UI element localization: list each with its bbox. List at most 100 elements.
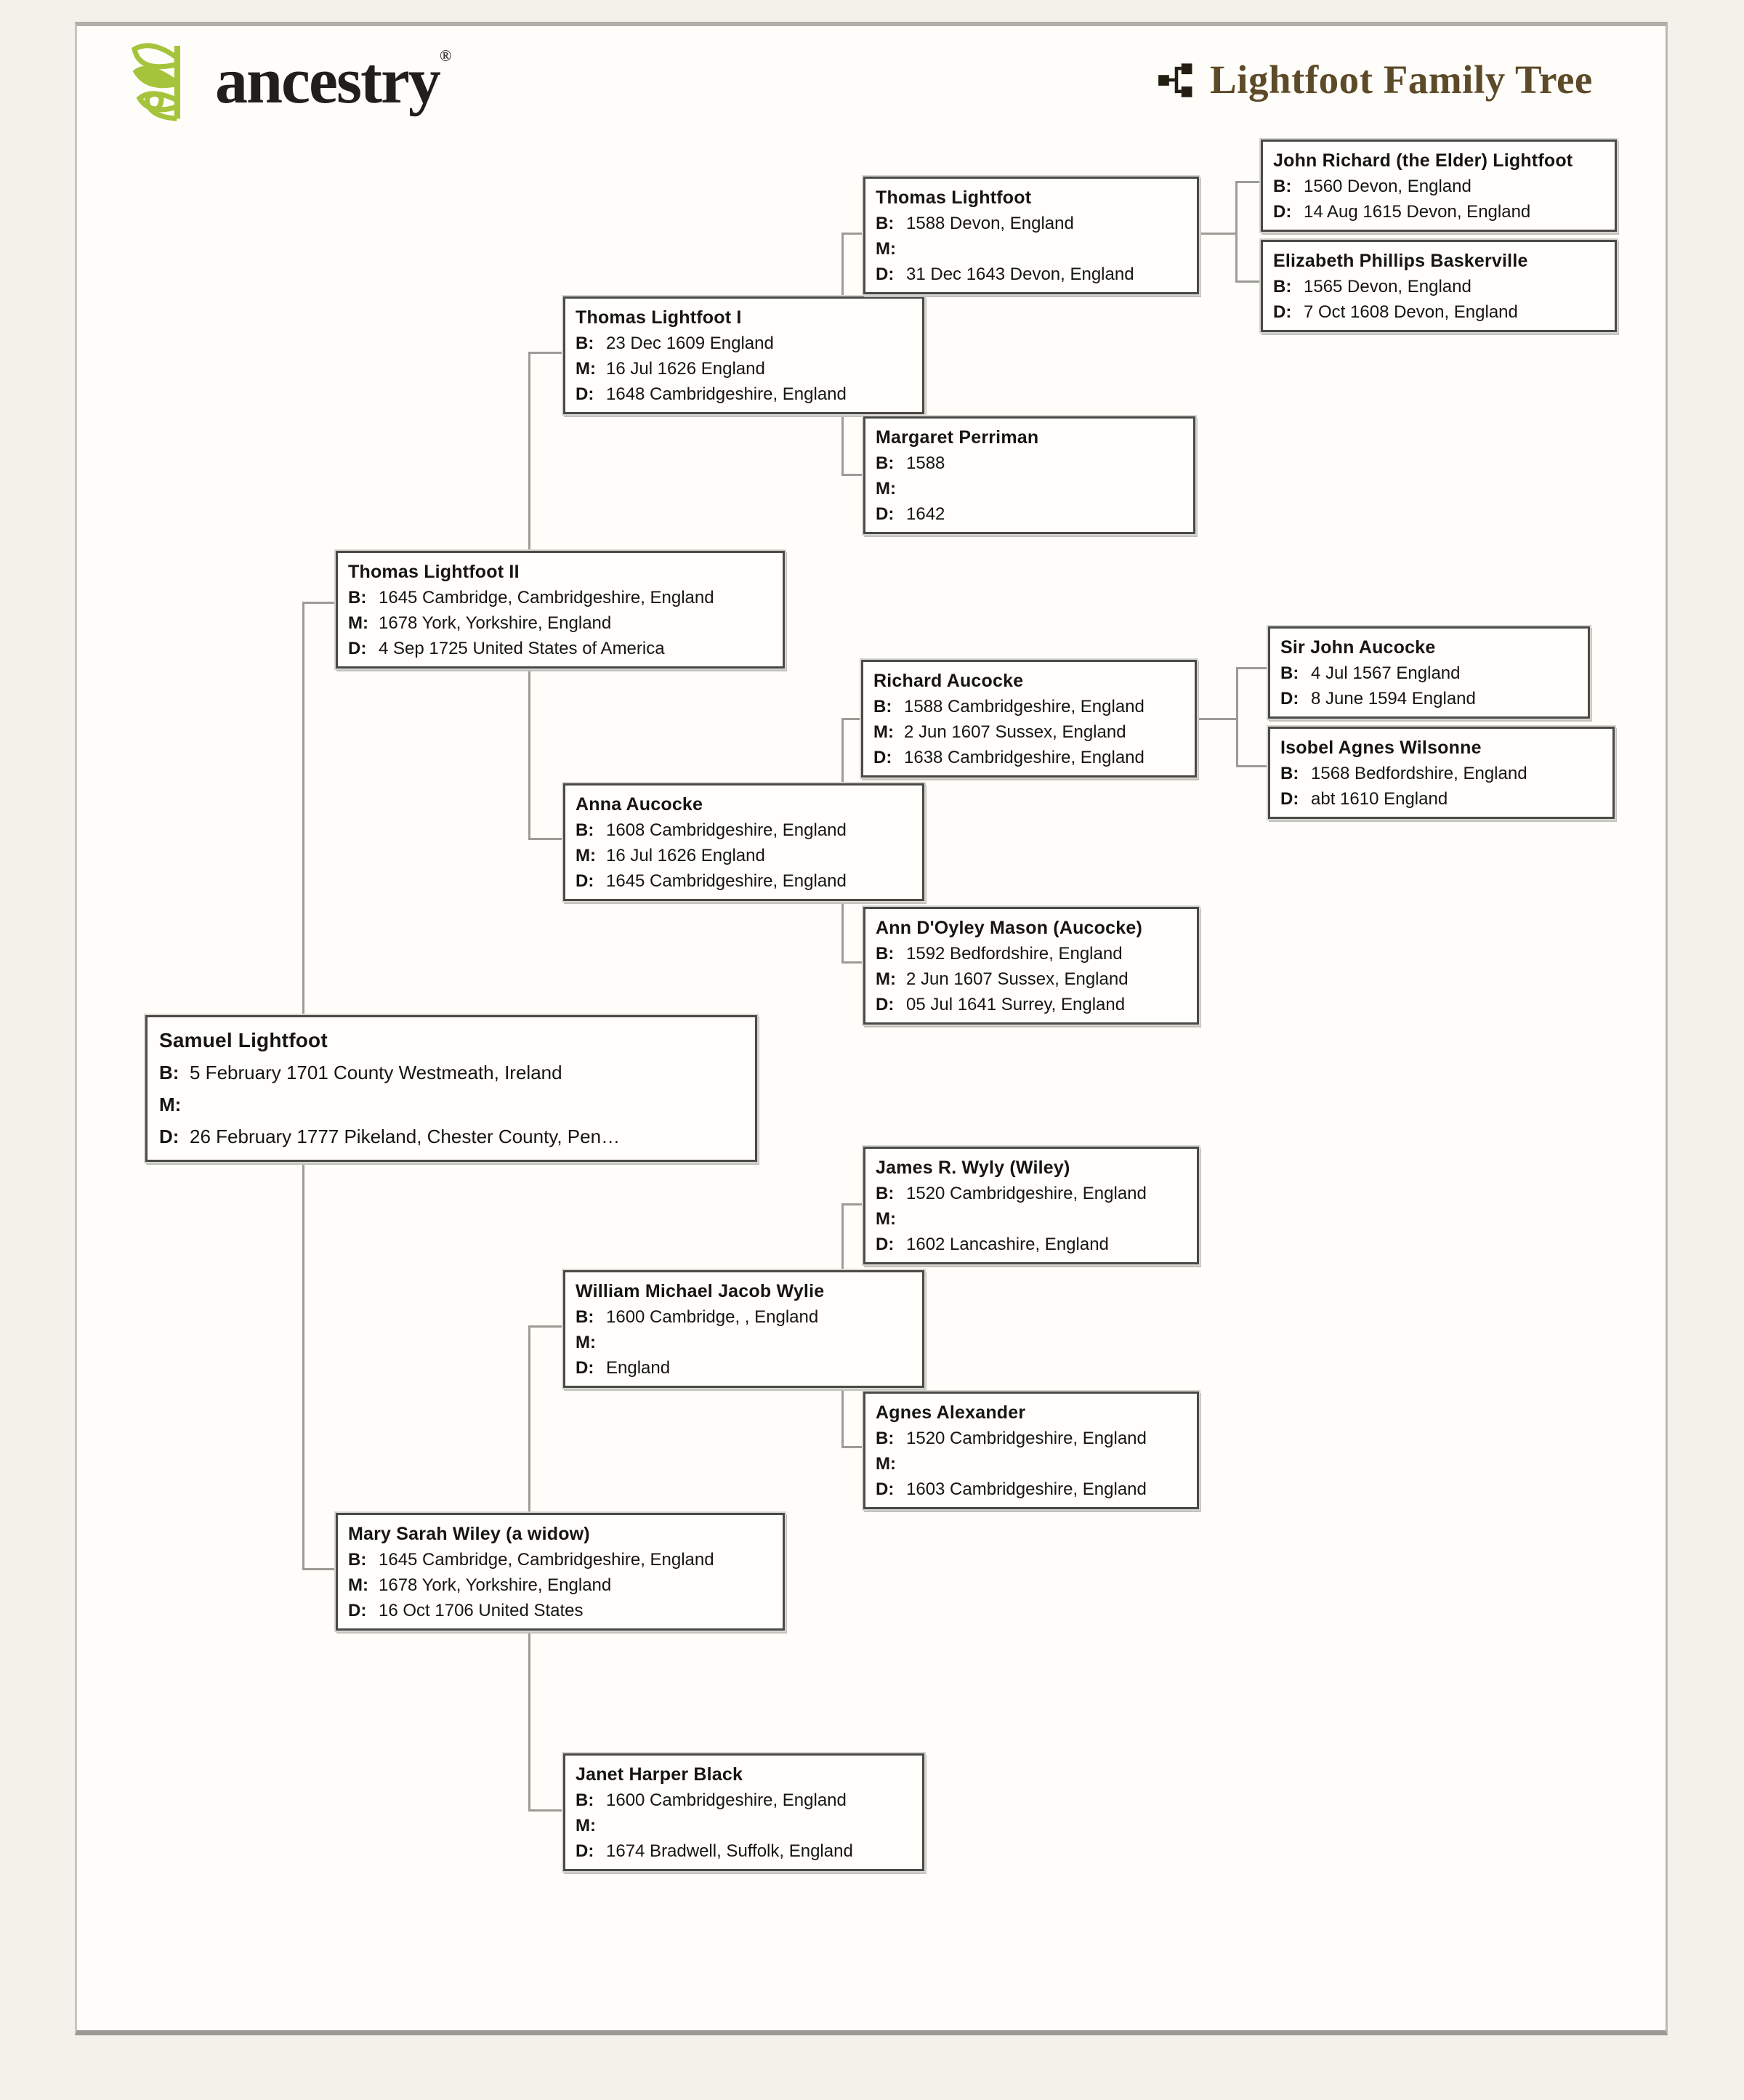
field-value: 1588 Devon, England xyxy=(906,214,1074,233)
field-label: D: xyxy=(876,264,895,284)
field-value: 16 Jul 1626 England xyxy=(606,846,765,865)
person-box-isobel-agnes-wilsonne: Isobel Agnes Wilsonne B: 1568 Bedfordshir… xyxy=(1268,727,1615,819)
birth-line: B:1588 xyxy=(876,451,1183,476)
person-name: Thomas Lightfoot I xyxy=(576,307,742,328)
person-name: Samuel Lightfoot xyxy=(159,1029,328,1051)
person-name: Sir John Aucocke xyxy=(1280,637,1436,658)
field-value: 1674 Bradwell, Suffolk, England xyxy=(606,1841,853,1861)
field-value: 16 Jul 1626 England xyxy=(606,359,765,379)
person-box-anna-aucocke: Anna Aucocke B:1608 Cambridgeshire, Engl… xyxy=(563,783,924,901)
marriage-line: M: xyxy=(159,1089,743,1120)
connector-line xyxy=(528,352,530,552)
person-name: William Michael Jacob Wylie xyxy=(576,1281,825,1301)
field-value: 1520 Cambridgeshire, England xyxy=(906,1429,1147,1448)
person-box-thomas-lightfoot: Thomas Lightfoot B:1588 Devon, England M… xyxy=(863,177,1199,294)
field-label: D: xyxy=(159,1126,179,1147)
death-line: D: 1642 xyxy=(876,501,1183,527)
field-label: B: xyxy=(348,1550,367,1570)
person-name: Richard Aucocke xyxy=(873,671,1024,691)
field-value: 31 Dec 1643 Devon, England xyxy=(906,264,1134,284)
field-label: D: xyxy=(876,1479,895,1499)
field-label: D: xyxy=(876,995,895,1014)
connector-line xyxy=(302,602,337,604)
birth-line: B: 1568 Bedfordshire, England xyxy=(1280,761,1602,786)
birth-line: B:23 Dec 1609 England xyxy=(576,331,912,356)
death-line: D:16 Oct 1706 United States xyxy=(348,1598,772,1623)
field-value: 4 Sep 1725 United States of America xyxy=(379,639,665,658)
field-value: 1642 xyxy=(906,504,945,524)
field-value: 23 Dec 1609 England xyxy=(606,334,774,353)
connector-line xyxy=(528,655,530,839)
field-label: D: xyxy=(348,1601,367,1620)
field-value: 26 February 1777 Pikeland, Chester Count… xyxy=(190,1126,621,1147)
connector-line xyxy=(528,1809,565,1812)
ancestry-logo-text: ancestry® xyxy=(215,45,452,117)
field-label: B: xyxy=(1280,764,1299,783)
connector-line xyxy=(841,474,865,476)
field-label: M: xyxy=(159,1094,182,1115)
person-box-william-michael-jacob-wylie: William Michael Jacob Wylie B:1600 Cambr… xyxy=(563,1270,924,1388)
birth-line: B:1565 Devon, England xyxy=(1273,274,1604,299)
person-name: Elizabeth Phillips Baskerville xyxy=(1273,251,1528,271)
connector-line xyxy=(302,1568,337,1570)
field-value: 1645 Cambridgeshire, England xyxy=(606,871,847,891)
person-name: Isobel Agnes Wilsonne xyxy=(1280,738,1482,758)
marriage-line: M:1678 York, Yorkshire, England xyxy=(348,610,772,636)
birth-line: B:1520 Cambridgeshire, England xyxy=(876,1426,1187,1451)
field-label: B: xyxy=(348,588,367,607)
connector-line xyxy=(528,1325,565,1328)
field-label: M: xyxy=(876,1454,896,1474)
field-value: 1568 Bedfordshire, England xyxy=(1311,764,1527,783)
field-label: B: xyxy=(576,1790,594,1810)
birth-line: B:5 February 1701 County Westmeath, Irel… xyxy=(159,1057,743,1089)
field-value: 7 Oct 1608 Devon, England xyxy=(1304,302,1518,322)
field-label: D: xyxy=(576,1841,594,1861)
connector-line xyxy=(841,896,844,963)
person-box-thomas-lightfoot-i: Thomas Lightfoot I B:23 Dec 1609 England… xyxy=(563,296,924,414)
field-label: D: xyxy=(1280,789,1299,809)
connector-line xyxy=(302,602,304,1015)
ancestry-logo: ancestry® xyxy=(122,41,451,122)
connector-line xyxy=(841,233,865,235)
death-line: D:14 Aug 1615 Devon, England xyxy=(1273,199,1604,225)
connector-line xyxy=(528,1628,530,1811)
field-value: 4 Jul 1567 England xyxy=(1311,663,1461,683)
field-value: 1678 York, Yorkshire, England xyxy=(379,613,612,633)
connector-line xyxy=(1236,667,1269,669)
field-value: 1600 Cambridgeshire, England xyxy=(606,1790,847,1810)
death-line: D:abt 1610 England xyxy=(1280,786,1602,812)
birth-line: B:1600 Cambridge, , England xyxy=(576,1304,912,1330)
field-label: B: xyxy=(876,1184,895,1203)
field-value: 1638 Cambridgeshire, England xyxy=(904,748,1144,767)
death-line: D: 7 Oct 1608 Devon, England xyxy=(1273,299,1604,325)
connector-line xyxy=(528,1326,530,1514)
field-label: D: xyxy=(873,748,892,767)
field-value: 2 Jun 1607 Sussex, England xyxy=(906,969,1129,989)
death-line: D:1603 Cambridgeshire, England xyxy=(876,1477,1187,1502)
death-line: D:1645 Cambridgeshire, England xyxy=(576,868,912,894)
field-label: D: xyxy=(1273,302,1292,322)
connector-line xyxy=(841,409,844,475)
field-label: D: xyxy=(576,384,594,404)
death-line: D: 1638 Cambridgeshire, England xyxy=(873,745,1184,770)
field-value: 1560 Devon, England xyxy=(1304,177,1472,196)
death-line: D: 1674 Bradwell, Suffolk, England xyxy=(576,1838,912,1864)
connector-line xyxy=(841,1446,865,1448)
marriage-line: M:16 Jul 1626 England xyxy=(576,356,912,381)
death-line: D:1648 Cambridgeshire, England xyxy=(576,381,912,407)
person-box-mary-sarah-wiley: Mary Sarah Wiley (a widow) B:1645 Cambri… xyxy=(336,1513,785,1631)
connector-line xyxy=(841,1384,844,1447)
birth-line: B:1520 Cambridgeshire, England xyxy=(876,1181,1187,1206)
person-box-richard-aucocke: Richard Aucocke B:1588 Cambridgeshire, E… xyxy=(861,660,1197,778)
marriage-line: M:1678 York, Yorkshire, England xyxy=(348,1572,772,1598)
birth-line: B:1592 Bedfordshire, England xyxy=(876,941,1187,966)
marriage-line: M: xyxy=(876,476,1183,501)
connector-line xyxy=(302,1153,304,1570)
death-line: D:4 Sep 1725 United States of America xyxy=(348,636,772,661)
field-value: 1602 Lancashire, England xyxy=(906,1235,1109,1254)
field-label: B: xyxy=(876,944,895,964)
field-label: M: xyxy=(873,722,894,742)
tree-title: Lightfoot Family Tree xyxy=(1158,57,1593,102)
person-name: Anna Aucocke xyxy=(576,794,703,815)
field-label: D: xyxy=(876,504,895,524)
